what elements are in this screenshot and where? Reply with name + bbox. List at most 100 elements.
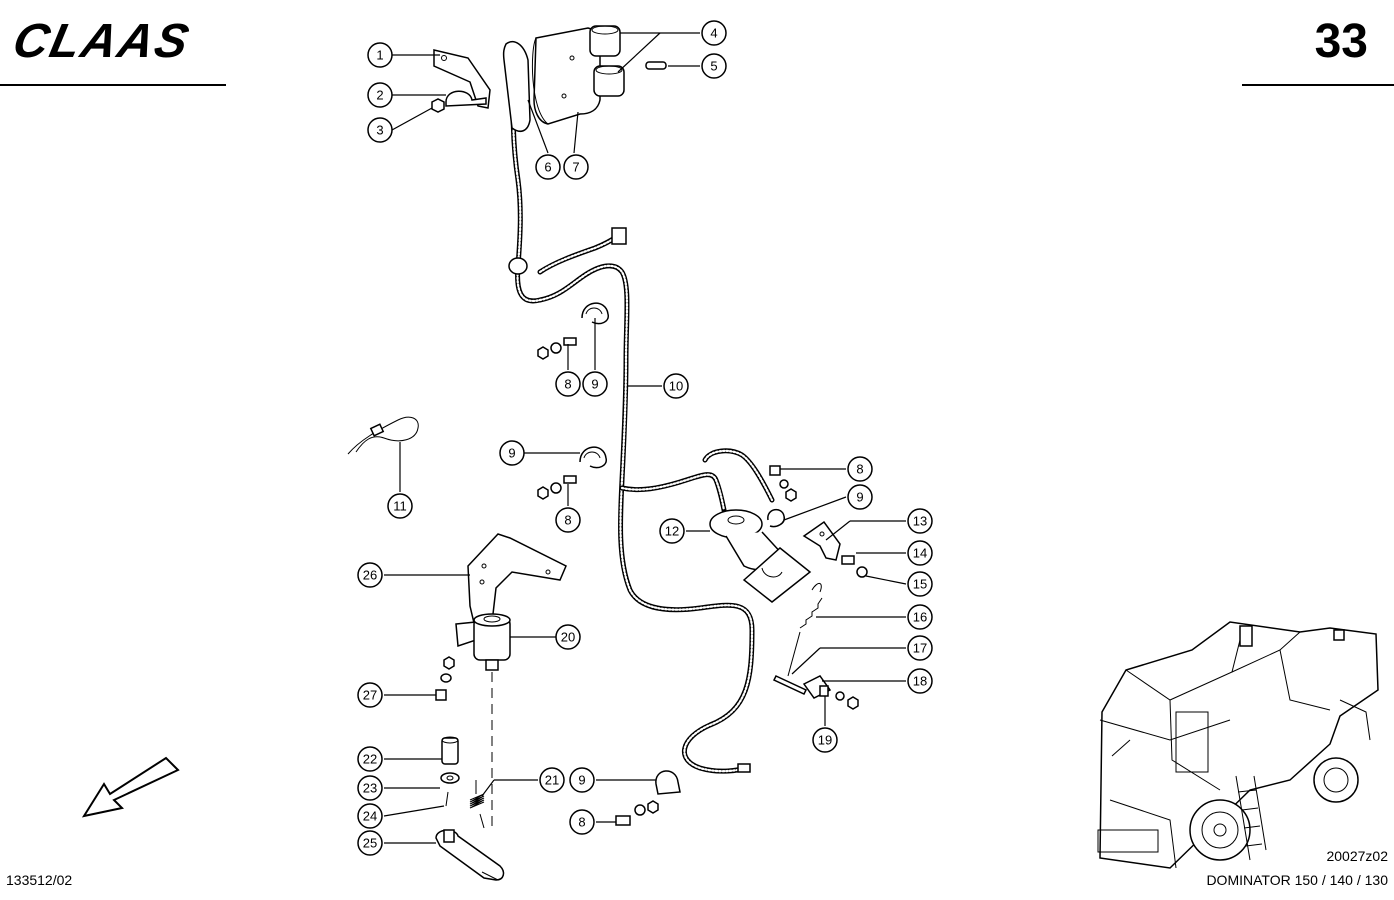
callout-5: 5: [701, 53, 727, 79]
callout-20: 20: [555, 624, 581, 650]
svg-text:27: 27: [363, 688, 377, 703]
callout-17: 17: [907, 635, 933, 661]
spring-part-16: [799, 583, 823, 629]
cotter-part-24: [445, 791, 449, 807]
svg-text:24: 24: [363, 809, 377, 824]
callout-14: 14: [907, 540, 933, 566]
figure-code: 20027z02: [1326, 848, 1388, 864]
callout-8-sensor: 8: [847, 456, 873, 482]
cap-part-4: [589, 25, 625, 97]
clip-part-2: [445, 90, 487, 107]
callout-25: 25: [357, 830, 383, 856]
svg-text:21: 21: [545, 773, 559, 788]
header-rule-right: [1242, 84, 1394, 86]
rod-part-17: [772, 631, 808, 695]
document-code: 133512/02: [6, 872, 73, 888]
svg-text:7: 7: [572, 160, 579, 175]
screw-part-14: [841, 555, 855, 565]
pin-part-5: [645, 61, 667, 70]
svg-text:9: 9: [508, 446, 515, 461]
callout-11: 11: [387, 493, 413, 519]
spring-part-21: [469, 780, 485, 829]
combine-harvester-icon: [1097, 621, 1379, 869]
pedal-part-25: [435, 829, 505, 881]
callout-18: 18: [907, 668, 933, 694]
switch-part-20: [455, 613, 511, 671]
svg-text:2: 2: [376, 88, 383, 103]
callout-7: 7: [563, 154, 589, 180]
svg-text:8: 8: [564, 377, 571, 392]
svg-text:26: 26: [363, 568, 377, 583]
svg-text:5: 5: [710, 59, 717, 74]
sensor-part-12: [709, 509, 812, 603]
callout-12: 12: [659, 518, 685, 544]
svg-text:9: 9: [591, 377, 598, 392]
svg-text:13: 13: [913, 514, 927, 529]
svg-text:18: 18: [913, 674, 927, 689]
clip-part-9-sensor: [767, 508, 785, 528]
harness-branch-sensor: [619, 472, 727, 513]
callout-21: 21: [539, 767, 565, 793]
svg-text:14: 14: [913, 546, 927, 561]
svg-text:9: 9: [578, 773, 585, 788]
callout-13: 13: [907, 508, 933, 534]
svg-text:4: 4: [710, 26, 717, 41]
arrow-down-left-icon: [81, 756, 180, 818]
svg-text:11: 11: [393, 499, 407, 514]
gasket-part-6: [502, 40, 531, 133]
svg-text:1: 1: [376, 48, 383, 63]
svg-text:8: 8: [578, 815, 585, 830]
svg-text:12: 12: [665, 524, 679, 539]
callout-1: 1: [367, 42, 393, 68]
svg-text:25: 25: [363, 836, 377, 851]
svg-text:16: 16: [913, 610, 927, 625]
callout-2: 2: [367, 82, 393, 108]
svg-text:22: 22: [363, 752, 377, 767]
bracket-part-1: [433, 49, 491, 109]
header-rule-left: [0, 84, 226, 86]
callout-10: 10: [663, 373, 689, 399]
callout-9-middle: 9: [499, 440, 525, 466]
cable-tie-part-11: [347, 416, 419, 455]
nut-part-3: [431, 98, 445, 113]
callout-9-sensor: 9: [847, 484, 873, 510]
nut-part-15: [856, 566, 868, 578]
fasteners-part-8-upper: [537, 337, 577, 360]
svg-text:20: 20: [561, 630, 575, 645]
callout-24: 24: [357, 803, 383, 829]
callout-15: 15: [907, 571, 933, 597]
callout-22: 22: [357, 746, 383, 772]
washer-part-23: [440, 772, 460, 784]
svg-text:6: 6: [544, 160, 551, 175]
bolt-part-8-sensor: [769, 465, 797, 502]
callout-16: 16: [907, 604, 933, 630]
callout-4: 4: [701, 20, 727, 46]
pin-part-22: [441, 736, 459, 765]
bolt-part-19: [819, 685, 829, 697]
nut-part-27-stack: [435, 656, 455, 701]
callout-26: 26: [357, 562, 383, 588]
svg-text:23: 23: [363, 781, 377, 796]
svg-text:17: 17: [913, 641, 927, 656]
bracket-part-13: [802, 520, 841, 561]
callout-3: 3: [367, 117, 393, 143]
svg-text:9: 9: [856, 490, 863, 505]
fasteners-part-8-middle: [537, 475, 577, 500]
callout-8-upper: 8: [555, 371, 581, 397]
callout-19: 19: [812, 727, 838, 753]
callout-6: 6: [535, 154, 561, 180]
clip-part-9-middle: [579, 446, 607, 469]
fasteners-part-8-lower: [615, 800, 659, 826]
svg-text:3: 3: [376, 123, 383, 138]
callout-9-lower: 9: [569, 767, 595, 793]
leader-lines: [383, 32, 907, 844]
svg-text:8: 8: [856, 462, 863, 477]
clip-part-9-lower: [655, 770, 681, 795]
callout-9-upper: 9: [582, 371, 608, 397]
svg-text:15: 15: [913, 577, 927, 592]
ring-terminal: [737, 763, 751, 773]
callout-27: 27: [357, 682, 383, 708]
plug-connector: [611, 227, 627, 245]
page-number: 33: [1314, 15, 1368, 68]
